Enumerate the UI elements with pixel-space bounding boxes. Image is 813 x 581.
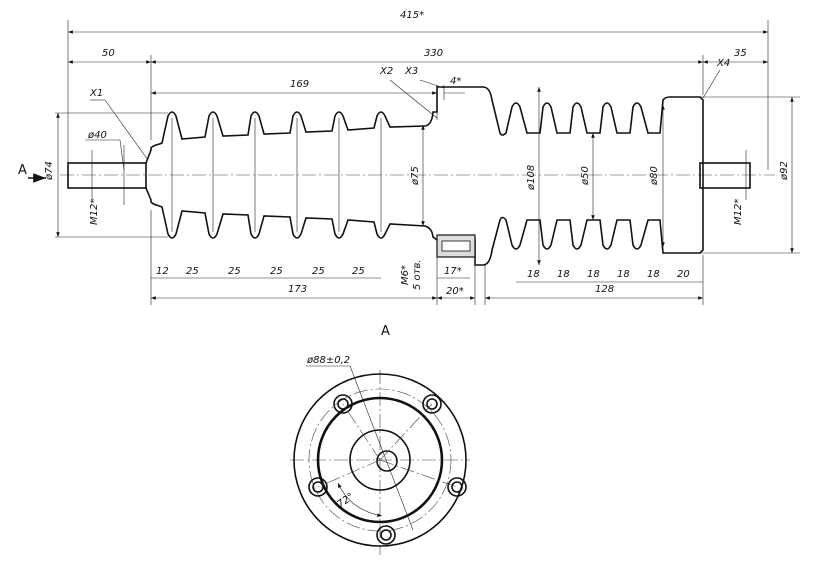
dim-angle: 72° xyxy=(335,491,356,510)
top-dimensions: 415* 50 330 35 169 4* X1 X2 X3 X4 xyxy=(67,10,769,170)
dim-overall: 415* xyxy=(400,10,424,21)
dim-d75: ø75 xyxy=(410,166,421,186)
pitch-right-1: 18 xyxy=(557,269,570,280)
dim-d80: ø80 xyxy=(649,166,660,186)
pitch-left-1: 25 xyxy=(186,266,199,277)
label-x1: X1 xyxy=(89,88,103,99)
pitch-right-3: 18 xyxy=(617,269,630,280)
label-x4: X4 xyxy=(716,58,730,69)
pitch-left-4: 25 xyxy=(312,266,325,277)
dim-20-star: 20* xyxy=(446,286,464,297)
view-a-title: A xyxy=(381,324,390,339)
label-x3: X3 xyxy=(404,66,418,77)
dim-17: 17* xyxy=(444,266,462,277)
bottom-dimensions: 12 25 25 25 25 25 173 17* 20* 18 18 18 1… xyxy=(150,210,704,305)
dim-d50: ø50 xyxy=(580,166,591,186)
dim-d108: ø108 xyxy=(526,165,537,191)
dim-middle: 330 xyxy=(424,48,443,59)
dim-d40: ø40 xyxy=(87,130,107,141)
view-a: A ø88±0,2 72° xyxy=(290,324,470,555)
right-stud xyxy=(699,162,751,189)
pitch-left-3: 25 xyxy=(270,266,283,277)
label-x2: X2 xyxy=(379,66,393,77)
dim-d88: ø88±0,2 xyxy=(306,355,350,366)
dim-d74: ø74 xyxy=(44,161,55,181)
dim-m12-left: M12* xyxy=(89,199,100,225)
dim-right: 35 xyxy=(734,48,747,59)
dim-128: 128 xyxy=(595,284,614,295)
dim-holes: 5 отв. xyxy=(412,259,423,290)
view-arrow-label: A xyxy=(18,163,27,178)
dim-left: 50 xyxy=(102,48,115,59)
dim-m12-right: M12* xyxy=(733,199,744,225)
pitch-left-0: 12 xyxy=(156,266,169,277)
dim-m6: M6* xyxy=(400,265,411,285)
pitch-left-5: 25 xyxy=(352,266,365,277)
pitch-left-2: 25 xyxy=(228,266,241,277)
left-stud xyxy=(67,162,147,189)
pitch-right-5: 20 xyxy=(677,269,690,280)
insulator-body xyxy=(67,86,751,266)
dim-169: 169 xyxy=(290,79,309,90)
pitch-right-0: 18 xyxy=(527,269,540,280)
pitch-right-4: 18 xyxy=(647,269,660,280)
diameter-dimensions: ø74 ø40 M12* ø75 ø108 ø50 ø80 ø92 M12* M… xyxy=(44,87,800,290)
pitch-right-2: 18 xyxy=(587,269,600,280)
dim-4: 4* xyxy=(450,76,461,87)
dim-d92: ø92 xyxy=(779,161,790,181)
dim-173: 173 xyxy=(288,284,307,295)
